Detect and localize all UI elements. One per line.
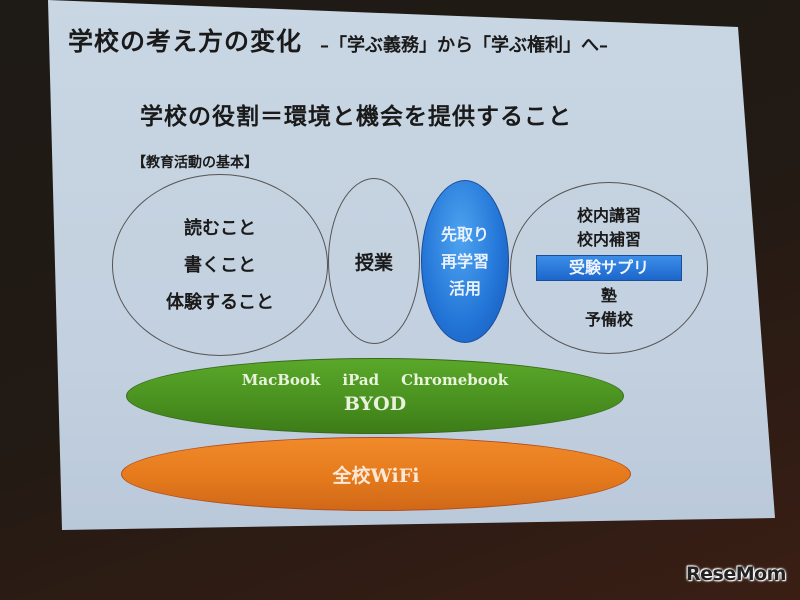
slide-subtitle: –「学ぶ義務」から「学ぶ権利」へ– [320,35,608,56]
role-statement: 学校の役割＝環境と機会を提供すること [140,103,572,130]
extra-item: 予備校 [584,310,633,329]
wifi-label: 全校WiFi [332,464,420,487]
extra-item: 校内補習 [576,230,641,249]
classes-circle: 授業 [328,178,420,344]
basics-item: 読むこと [184,217,256,239]
classes-label: 授業 [354,251,393,274]
basics-item: 体験すること [166,291,274,313]
device-item: iPad [342,371,380,389]
basics-item: 書くこと [184,254,256,276]
byod-ellipse: MacBook iPad Chromebook BYOD [126,358,624,434]
extra-item: 校内講習 [576,206,641,225]
preview-item: 再学習 [440,252,489,271]
preview-circle: 先取り 再学習 活用 [421,180,509,343]
extra-item: 塾 [600,286,617,305]
extra-learning-circle: 校内講習 校内補習 受験サプリ 塾 予備校 [510,182,708,354]
device-list: MacBook iPad Chromebook [242,371,508,389]
preview-item: 活用 [448,279,481,298]
preview-item: 先取り [440,225,489,244]
device-item: MacBook [241,371,321,389]
byod-label: BYOD [343,393,407,415]
wifi-ellipse: 全校WiFi [121,437,631,511]
highlight-badge: 受験サプリ [536,255,682,281]
watermark-logo: ReseMom [686,563,786,585]
device-item: Chromebook [401,371,509,389]
basics-circle: 読むこと 書くこと 体験すること [112,174,328,356]
slide-title: 学校の考え方の変化 [68,27,303,56]
basics-label: 【教育活動の基本】 [132,155,258,171]
